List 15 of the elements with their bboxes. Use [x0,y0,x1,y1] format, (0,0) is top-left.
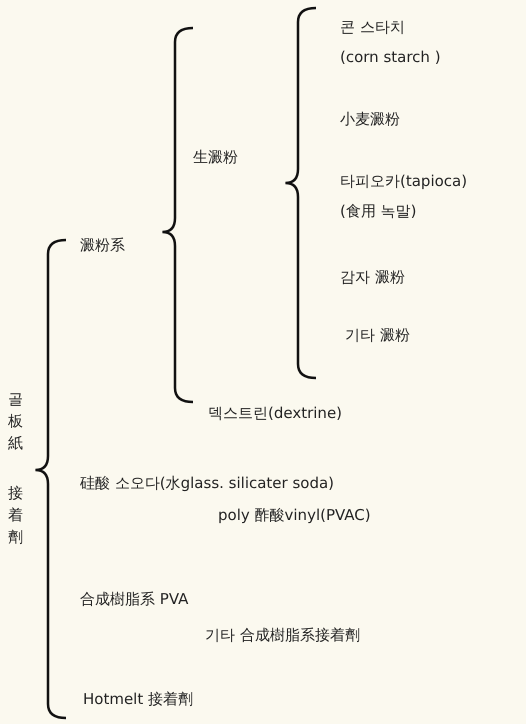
vertical-label: 接着劑 [8,483,24,548]
category-label: 기타 合成樹脂系接着劑 [205,625,360,646]
category-label: 기타 澱粉 [345,325,410,346]
category-label: 生澱粉 [193,147,238,168]
category-label: 콘 스타치 (corn starch ) [340,17,442,68]
category-label: 덱스트린(dextrine) [208,403,342,424]
vertical-label: 골板紙 [8,389,24,454]
category-label: poly 酢酸vinyl(PVAC) [218,505,371,526]
category-label: Hotmelt 接着劑 [83,689,193,710]
category-label: 감자 澱粉 [340,267,405,288]
category-label: 硅酸 소오다(水glass. silicater soda) [80,473,334,494]
category-label: 타피오카(tapioca) (食用 녹말) [340,171,468,222]
category-label: 合成樹脂系 PVA [80,589,188,610]
category-label: 澱粉系 [80,235,125,256]
category-label: 小麦澱粉 [340,109,400,130]
